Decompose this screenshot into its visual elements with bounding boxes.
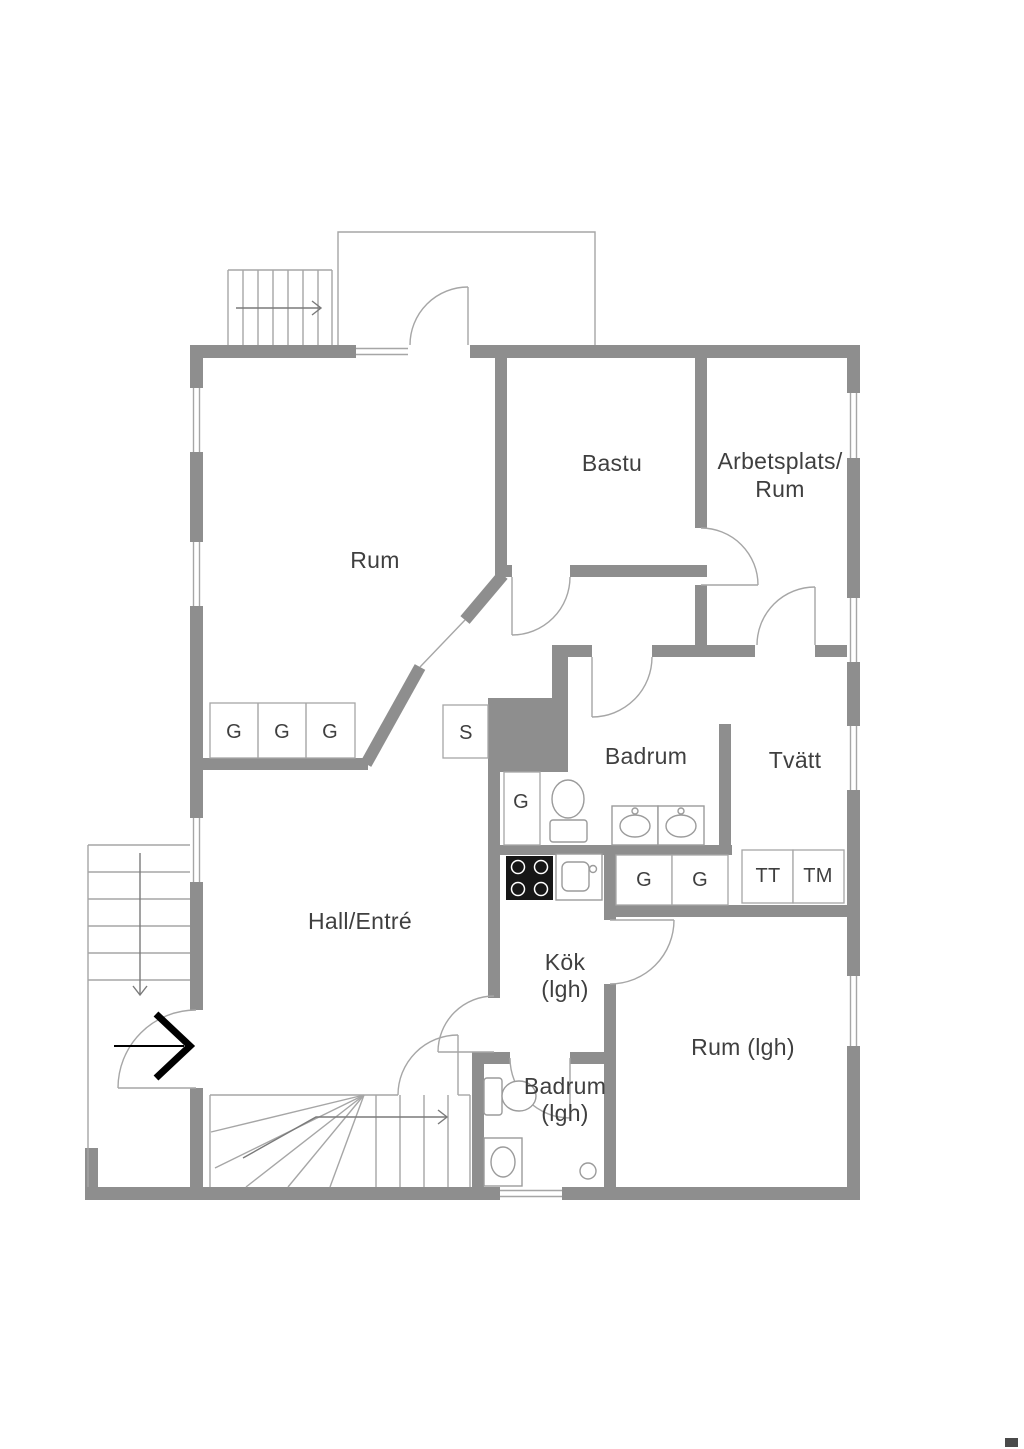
- room-label-badrum-lgh-line2: (lgh): [541, 1100, 589, 1126]
- dryer-box: [741, 849, 794, 904]
- appliance-label-tm: TM: [803, 865, 832, 887]
- cabinet-g-hall: [503, 771, 541, 846]
- cabinet-g-lgh-1: [615, 854, 673, 906]
- hall-north-wall: [202, 758, 368, 770]
- room-label-tvatt: Tvätt: [769, 747, 822, 773]
- room-label-bastu: Bastu: [582, 450, 642, 476]
- cabinet-labels: G G G S G G G TT TM: [226, 721, 832, 891]
- cabinet-s: [442, 704, 489, 759]
- wall-top: [190, 345, 860, 358]
- room-label-rum: Rum: [350, 547, 399, 573]
- washer-box: [792, 849, 845, 904]
- badrum-lgh-north-wall-b: [570, 1052, 604, 1064]
- room-label-rum-lgh: Rum (lgh): [691, 1034, 795, 1060]
- toilet-icon-badrum-lgh: [483, 1077, 537, 1116]
- stove-icon: [506, 856, 553, 900]
- exterior-stairs-left: [87, 844, 190, 1187]
- sink-icon-badrum-2: [657, 805, 705, 846]
- interior-stairs: [209, 1094, 471, 1188]
- floor-drain-icon: [579, 1162, 597, 1180]
- tvatt-door: [756, 586, 816, 646]
- cabinet-label-g3: G: [322, 721, 338, 743]
- badrum-lgh-west-wall: [472, 1052, 484, 1190]
- bastu-south-wall-b: [570, 565, 707, 577]
- stair-steps: [210, 1094, 449, 1188]
- kok-east-wall-n: [604, 845, 616, 920]
- cabinet-label-g-hall: G: [513, 791, 529, 813]
- cabinet-label-s: S: [459, 722, 473, 744]
- doors: [117, 286, 816, 1119]
- room-label-hall: Hall/Entré: [308, 908, 412, 934]
- toilet-icon-badrum: [549, 779, 588, 843]
- cabinet-label-g-lgh1: G: [636, 869, 652, 891]
- stair-direction-arrow: [132, 853, 148, 997]
- kok-door: [437, 995, 495, 1053]
- cabinets: [209, 702, 845, 906]
- window-left-3: [192, 818, 201, 882]
- entrance-door: [117, 1009, 197, 1089]
- room-label-kok-line2: (lgh): [541, 976, 589, 1002]
- cabinet-label-g1: G: [226, 721, 242, 743]
- fixtures: [483, 779, 705, 1187]
- sink-icon-badrum-1: [611, 805, 659, 846]
- appliance-label-tt: TT: [755, 865, 780, 887]
- window-right-3: [849, 726, 858, 790]
- porch-door: [409, 286, 469, 346]
- stair-steps: [88, 871, 190, 981]
- basement-stair-door: [397, 1034, 459, 1096]
- cabinet-label-g-lgh2: G: [692, 869, 708, 891]
- cabinet-g-lgh-2: [671, 854, 729, 906]
- diagonal-wall-2: [460, 571, 508, 624]
- window-right-4: [849, 976, 858, 1046]
- window-left-2: [192, 542, 201, 606]
- bastu-arbetsplats-divider-s: [695, 585, 707, 645]
- interior-walls: [202, 358, 860, 1190]
- kok-east-wall-s: [604, 984, 616, 1190]
- window-bottom: [500, 1189, 562, 1198]
- wall-bottom: [85, 1187, 860, 1200]
- stair-direction-arrow: [242, 1109, 449, 1159]
- kitchen-sink-icon: [555, 853, 603, 901]
- exterior-stairs-top: [227, 269, 333, 345]
- chimney-stub: [552, 645, 568, 700]
- room-label-badrum: Badrum: [605, 743, 687, 769]
- rum-lgh-north-wall: [616, 905, 860, 917]
- chimney-block: [488, 698, 568, 772]
- bastu-door: [511, 576, 571, 636]
- badrum-door: [591, 656, 653, 718]
- wardrobe-row-hall-north: [209, 702, 356, 759]
- rum-lgh-door: [609, 919, 675, 985]
- kok-west-wall: [488, 772, 500, 998]
- badrum-tvatt-divider: [719, 724, 731, 845]
- room-label-badrum-lgh-line1: Badrum: [524, 1073, 606, 1099]
- bastu-arbetsplats-divider-n: [695, 358, 707, 528]
- diagonal-opening-threshold: [419, 619, 466, 668]
- corridor-south-wall-b: [652, 645, 755, 657]
- room-labels: Rum Bastu Arbetsplats/ Rum Badrum Tvätt …: [308, 448, 843, 1126]
- diagonal-wall-1: [360, 664, 426, 767]
- window-top: [356, 347, 408, 356]
- stair-direction-arrow: [236, 300, 323, 316]
- bastu-arbetsplats-door: [700, 527, 759, 586]
- porch-outline: [337, 231, 596, 345]
- watermark-mark: [1005, 1438, 1018, 1447]
- cabinet-label-g2: G: [274, 721, 290, 743]
- wall-bottom-left-stub: [85, 1148, 98, 1187]
- window-right-2: [849, 598, 858, 662]
- window-left-1: [192, 388, 201, 452]
- sink-icon-badrum-lgh: [483, 1137, 523, 1187]
- windows: [192, 347, 858, 1198]
- room-label-kok-line1: Kök: [545, 949, 586, 975]
- room-label-arbetsplats-line1: Arbetsplats/: [717, 448, 842, 474]
- bastu-west-wall: [495, 358, 507, 577]
- window-right-1: [849, 393, 858, 458]
- room-label-arbetsplats-line2: Rum: [755, 476, 804, 502]
- entrance-arrow: [114, 1011, 196, 1081]
